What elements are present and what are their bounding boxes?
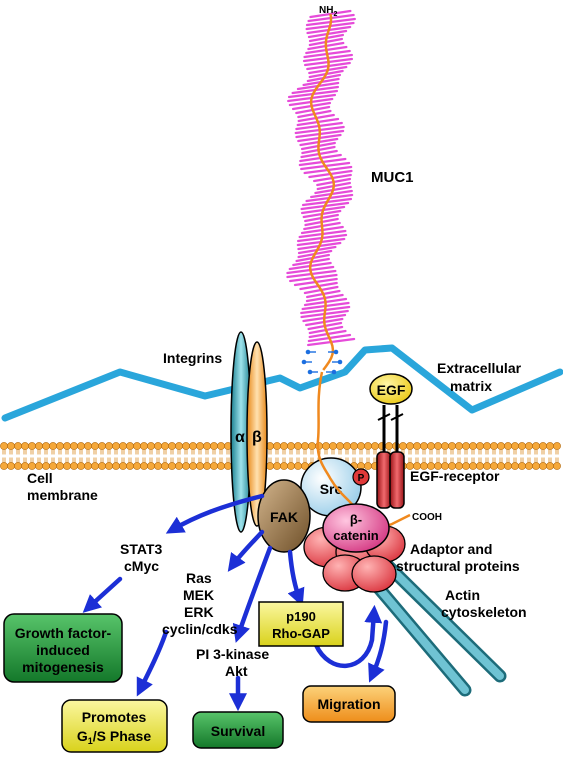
p190-rhogap-box: p190 Rho-GAP xyxy=(258,601,344,647)
fak-kinase xyxy=(257,479,311,553)
cell-membrane-label-line2: membrane xyxy=(27,487,98,503)
growth-box-line2: induced xyxy=(36,642,90,658)
extracellular-label-line1: Extracellular xyxy=(437,360,522,376)
arrow-erk-to-promotes xyxy=(136,629,169,697)
arrow-fak-to-p190 xyxy=(287,549,305,607)
migration-box: Migration xyxy=(302,685,396,723)
cooh-label: COOH xyxy=(412,512,442,523)
actin-label-line2: cytoskeleton xyxy=(441,604,527,620)
p190-box-line1: p190 xyxy=(286,609,316,624)
arrow-fak-to-stat3 xyxy=(165,493,265,534)
migration-box-label: Migration xyxy=(318,696,381,712)
growth-mitogenesis-box: Growth factor- induced mitogenesis xyxy=(3,613,123,683)
beta-label: β xyxy=(252,429,262,446)
muc1-protein xyxy=(286,9,356,375)
signaling-arrows xyxy=(82,493,389,712)
alpha-label: α xyxy=(235,429,245,446)
survival-box-label: Survival xyxy=(211,723,265,739)
egf-label: EGF xyxy=(377,382,406,398)
arrow-actin-to-migration xyxy=(368,619,389,683)
fak-label: FAK xyxy=(270,509,298,525)
phosphate-label: P xyxy=(358,473,365,484)
src-label: Src xyxy=(320,481,343,497)
growth-box-line3: mitogenesis xyxy=(22,659,104,675)
p190-box-line2: Rho-GAP xyxy=(272,626,330,641)
actin-label-line1: Actin xyxy=(445,587,480,603)
phosphate-marker xyxy=(352,468,370,486)
arrow-fak-to-ras xyxy=(227,529,265,572)
egf-receptor-label: EGF-receptor xyxy=(410,468,500,484)
erk-label: ERK xyxy=(184,604,214,620)
pi3k-label: PI 3-kinase xyxy=(196,646,269,662)
nh2-label: NH2 xyxy=(319,5,337,18)
stat3-label: STAT3 xyxy=(120,541,162,557)
adaptor-label-line2: structural proteins xyxy=(396,558,520,574)
cell-membrane-bilayer xyxy=(0,442,561,470)
cyclin-label: cyclin/cdks xyxy=(162,621,238,637)
beta-catenin xyxy=(322,503,390,553)
ras-label: Ras xyxy=(186,570,212,586)
growth-box-line1: Growth factor- xyxy=(15,625,112,641)
beta-catenin-label-line2: catenin xyxy=(333,528,379,543)
integrins-label: Integrins xyxy=(163,350,222,366)
egf-ligand xyxy=(369,373,413,405)
promotes-box-line1: Promotes xyxy=(82,709,147,725)
muc1-label: MUC1 xyxy=(371,169,414,186)
arrow-stat3-to-growth xyxy=(82,576,123,613)
mek-label: MEK xyxy=(183,587,214,603)
beta-catenin-label-line1: β- xyxy=(350,512,362,527)
integrin-beta-subunit xyxy=(246,341,268,527)
extracellular-label-line2: matrix xyxy=(450,378,492,394)
promotes-g1s-box: Promotes G1/S Phase xyxy=(61,699,168,753)
arrow-p190-loop xyxy=(313,604,383,669)
egf-receptor xyxy=(376,405,405,509)
akt-label: Akt xyxy=(225,663,248,679)
adaptor-label-line1: Adaptor and xyxy=(410,541,492,557)
survival-box: Survival xyxy=(192,711,284,749)
cmyc-label: cMyc xyxy=(124,558,159,574)
extracellular-matrix-line xyxy=(1,344,563,422)
cell-membrane-label-line1: Cell xyxy=(27,470,53,486)
arrow-fak-to-pi3k xyxy=(232,545,273,643)
promotes-box-line2: G1/S Phase xyxy=(77,728,151,746)
actin-cytoskeleton xyxy=(348,549,507,697)
